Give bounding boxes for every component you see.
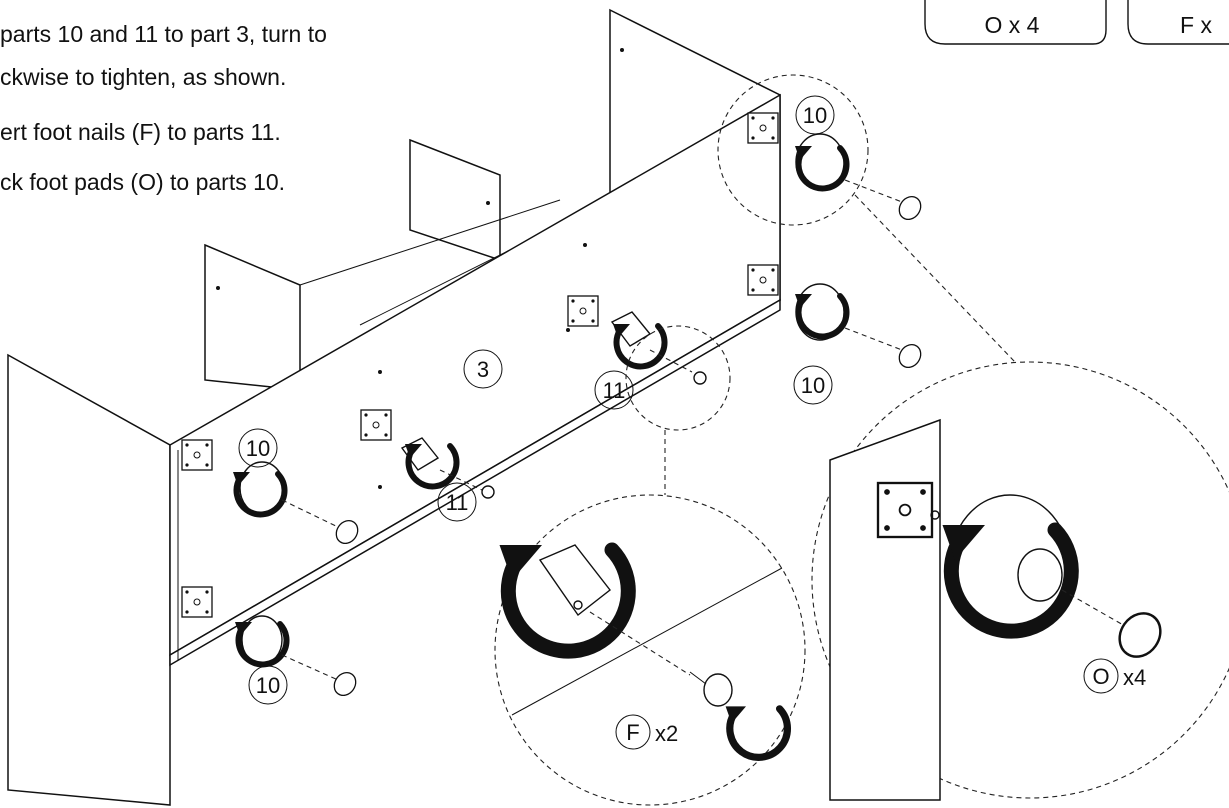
instruction-line: ck foot pads (O) to parts 10. <box>0 169 285 195</box>
foot-pad-icon <box>1110 604 1170 666</box>
svg-text:x4: x4 <box>1123 665 1146 690</box>
clockwise-arrow-icon <box>500 545 629 651</box>
clockwise-arrow-icon <box>726 706 788 757</box>
svg-text:11: 11 <box>603 378 626 403</box>
left-end-panel <box>7 353 171 806</box>
hardware-box-nails: F x <box>1127 0 1229 45</box>
part-labels: 3 10 10 10 10 11 11 <box>238 95 835 705</box>
cabinet-body <box>7 8 781 806</box>
instruction-line: parts 10 and 11 to part 3, turn to <box>0 21 327 47</box>
zoom-callouts <box>495 74 1229 806</box>
svg-text:10: 10 <box>801 373 825 398</box>
foot-nail-icon <box>689 671 733 707</box>
mounting-plate-icon <box>747 112 779 144</box>
instruction-line: ckwise to tighten, as shown. <box>0 64 286 90</box>
svg-text:10: 10 <box>246 436 270 461</box>
nail-callout: F x2 <box>615 714 678 750</box>
mounting-plate-icon <box>181 586 213 618</box>
foot-pad-icon <box>329 667 361 701</box>
instruction-line: ert foot nails (F) to parts 11. <box>0 119 281 145</box>
part-label-10: 10 <box>793 365 833 405</box>
instruction-block: parts 10 and 11 to part 3, turn to ckwis… <box>0 21 327 195</box>
clockwise-arrow-icon <box>943 525 1072 631</box>
divider-panel-a <box>204 243 301 391</box>
mounting-plate-icon <box>360 409 392 441</box>
foot-nail-icon <box>693 371 707 385</box>
mounting-plate-icon <box>747 264 779 296</box>
svg-text:F: F <box>626 720 639 745</box>
svg-text:11: 11 <box>446 490 469 515</box>
svg-text:10: 10 <box>803 103 827 128</box>
part-label-11: 11 <box>594 370 634 410</box>
part-label-10: 10 <box>238 428 278 468</box>
part-label-3: 3 <box>463 349 503 389</box>
mounting-plate-icon <box>567 295 599 327</box>
part-label-11: 11 <box>437 482 477 522</box>
mounting-plate-icon <box>876 481 934 539</box>
pad-callout: O x4 <box>1083 658 1146 694</box>
part-label-10: 10 <box>248 665 288 705</box>
svg-text:O x 4: O x 4 <box>985 12 1040 38</box>
divider-panel-b <box>409 138 501 262</box>
part-label-10: 10 <box>795 95 835 135</box>
svg-text:3: 3 <box>477 357 489 382</box>
foot-nail-icon <box>481 485 495 499</box>
clockwise-arrow-icon <box>795 146 847 188</box>
foot-pad-icon <box>894 191 926 225</box>
svg-text:10: 10 <box>256 673 280 698</box>
feet <box>233 133 926 701</box>
hardware-box-pads: O x 4 <box>924 0 1107 45</box>
svg-text:F x: F x <box>1180 12 1212 38</box>
svg-text:x2: x2 <box>655 721 678 746</box>
svg-text:O: O <box>1092 664 1109 689</box>
foot-pad-icon <box>894 339 926 373</box>
clockwise-arrow-icon <box>795 294 847 336</box>
mounting-plate-icon <box>181 439 213 471</box>
